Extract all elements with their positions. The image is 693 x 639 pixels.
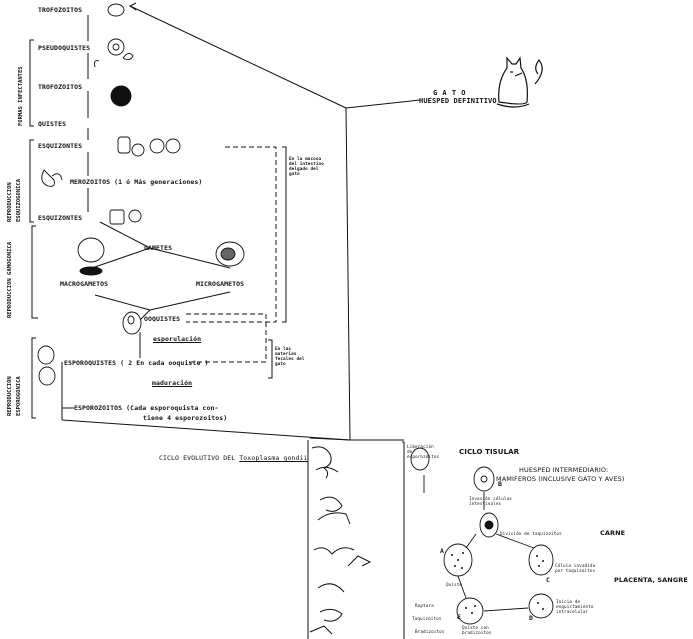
dashed-intestino bbox=[186, 147, 276, 322]
stage-quistes: QUISTES bbox=[38, 121, 66, 128]
label-ruptura: Ruptura bbox=[415, 604, 434, 609]
tissue-cell-c bbox=[529, 545, 553, 575]
stage-ooquistes: OOQUISTES bbox=[144, 316, 180, 323]
stage-merozoitos: MEROZOITOS (1 ó Más generaciones) bbox=[70, 179, 202, 186]
stage-trofozoitos-2: TROFOZOITOS bbox=[38, 84, 82, 91]
letter-d: D bbox=[529, 615, 533, 622]
letter-b: B bbox=[498, 481, 502, 488]
stage-esporozoitos-2: tiene 4 esporozoitos) bbox=[143, 415, 227, 422]
process-esporulacion: esporulación bbox=[153, 336, 201, 343]
process-maduracion: maduración bbox=[152, 380, 192, 387]
label-quiste: Quiste bbox=[446, 583, 462, 588]
ooquiste-icon bbox=[123, 312, 141, 334]
arrow-gato-trofo bbox=[130, 6, 346, 108]
stage-esporoquistes: ESPOROQUISTES ( 2 En cada ooquiste ) bbox=[64, 360, 208, 367]
note-inicio: Inicio de enquistamiento intracelular bbox=[556, 600, 606, 615]
stage-esporozoitos: ESPOROZOITOS (Cada esporoquista con- bbox=[74, 405, 218, 412]
bracket-esporogonica bbox=[32, 338, 36, 418]
letter-c: C bbox=[546, 577, 550, 584]
stage-trofozoitos: TROFOZOITOS bbox=[38, 7, 82, 14]
esporoquiste-icon bbox=[38, 346, 54, 364]
tissue-cycle-title: CICLO TISULAR bbox=[459, 449, 519, 456]
stage-macrogametos: MACROGAMETOS bbox=[60, 281, 108, 288]
caption-species: Toxoplasma gondii bbox=[239, 454, 307, 462]
bracket-formas bbox=[30, 40, 34, 126]
label-reproduccion-esquizogonica: REPRODUCCION ESQUIZOGONICA bbox=[6, 140, 24, 222]
stage-pseudoquistes: PSEUDOQUISTES bbox=[38, 45, 90, 52]
letter-a: A bbox=[440, 548, 444, 555]
bracket-esquizogonica bbox=[30, 140, 34, 222]
letter-e: E bbox=[457, 614, 461, 621]
note-heces: En las materias fecales del gato bbox=[275, 347, 305, 367]
label-formas-infectantes: FORMAS INFECTANTES bbox=[18, 66, 24, 126]
stage-esquizontes-2: ESQUIZONTES bbox=[38, 215, 82, 222]
cat-icon bbox=[497, 58, 542, 107]
label-carne: CARNE bbox=[600, 530, 625, 537]
macrogameto-icon bbox=[78, 238, 104, 262]
host-role: HUESPED DEFINITIVO bbox=[419, 98, 497, 105]
stage-gametes: GAMETES bbox=[144, 245, 172, 252]
label-quiste-bradizoitos: Quiste con bradizoitos bbox=[462, 626, 506, 636]
intermediate-host-1: HUESPED INTERMEDIARIO: bbox=[519, 467, 608, 474]
label-reproduccion-gamogonica: REPRODUCCION GAMOGONICA bbox=[6, 234, 15, 318]
host-animal-sketches bbox=[310, 447, 370, 634]
label-taquizoitos: Taquizoitos bbox=[412, 617, 442, 622]
stage-microgametos: MICROGAMETOS bbox=[196, 281, 244, 288]
label-bradizoitos: Bradizoitos bbox=[415, 630, 445, 635]
note-division: División de taquizoitos bbox=[500, 532, 570, 537]
label-placenta: PLACENTA, SANGRE bbox=[614, 577, 688, 584]
tissue-cell-b bbox=[474, 467, 494, 491]
note-invasion: Invasión células intestinales bbox=[469, 497, 519, 507]
host-name: G A T O bbox=[433, 90, 466, 97]
stage-esquizontes: ESQUIZONTES bbox=[38, 143, 82, 150]
bracket-gamogonica bbox=[32, 226, 38, 318]
note-celula: Célula invadida por taquizoitos bbox=[555, 564, 603, 574]
figure-caption: CICLO EVOLUTIVO DEL Toxoplasma gondii bbox=[159, 455, 308, 462]
label-reproduccion-esporogonica: REPRODUCCION ESPOROGONICA bbox=[6, 336, 24, 416]
note-intestino: En la mucosa del intestino delgado del g… bbox=[289, 157, 325, 177]
arrow-esquiz-gametes bbox=[100, 222, 150, 248]
arrow-macro-ooq bbox=[95, 295, 150, 310]
intermediate-host-2: MAMIFEROS (INCLUSIVE GATO Y AVES) bbox=[496, 476, 625, 483]
quiste-icon bbox=[111, 86, 131, 106]
arrow-micro-ooq bbox=[150, 292, 230, 310]
caption-prefix: CICLO EVOLUTIVO DEL bbox=[159, 454, 239, 462]
note-liberacion: Liberación de esporozoitos bbox=[407, 445, 435, 460]
